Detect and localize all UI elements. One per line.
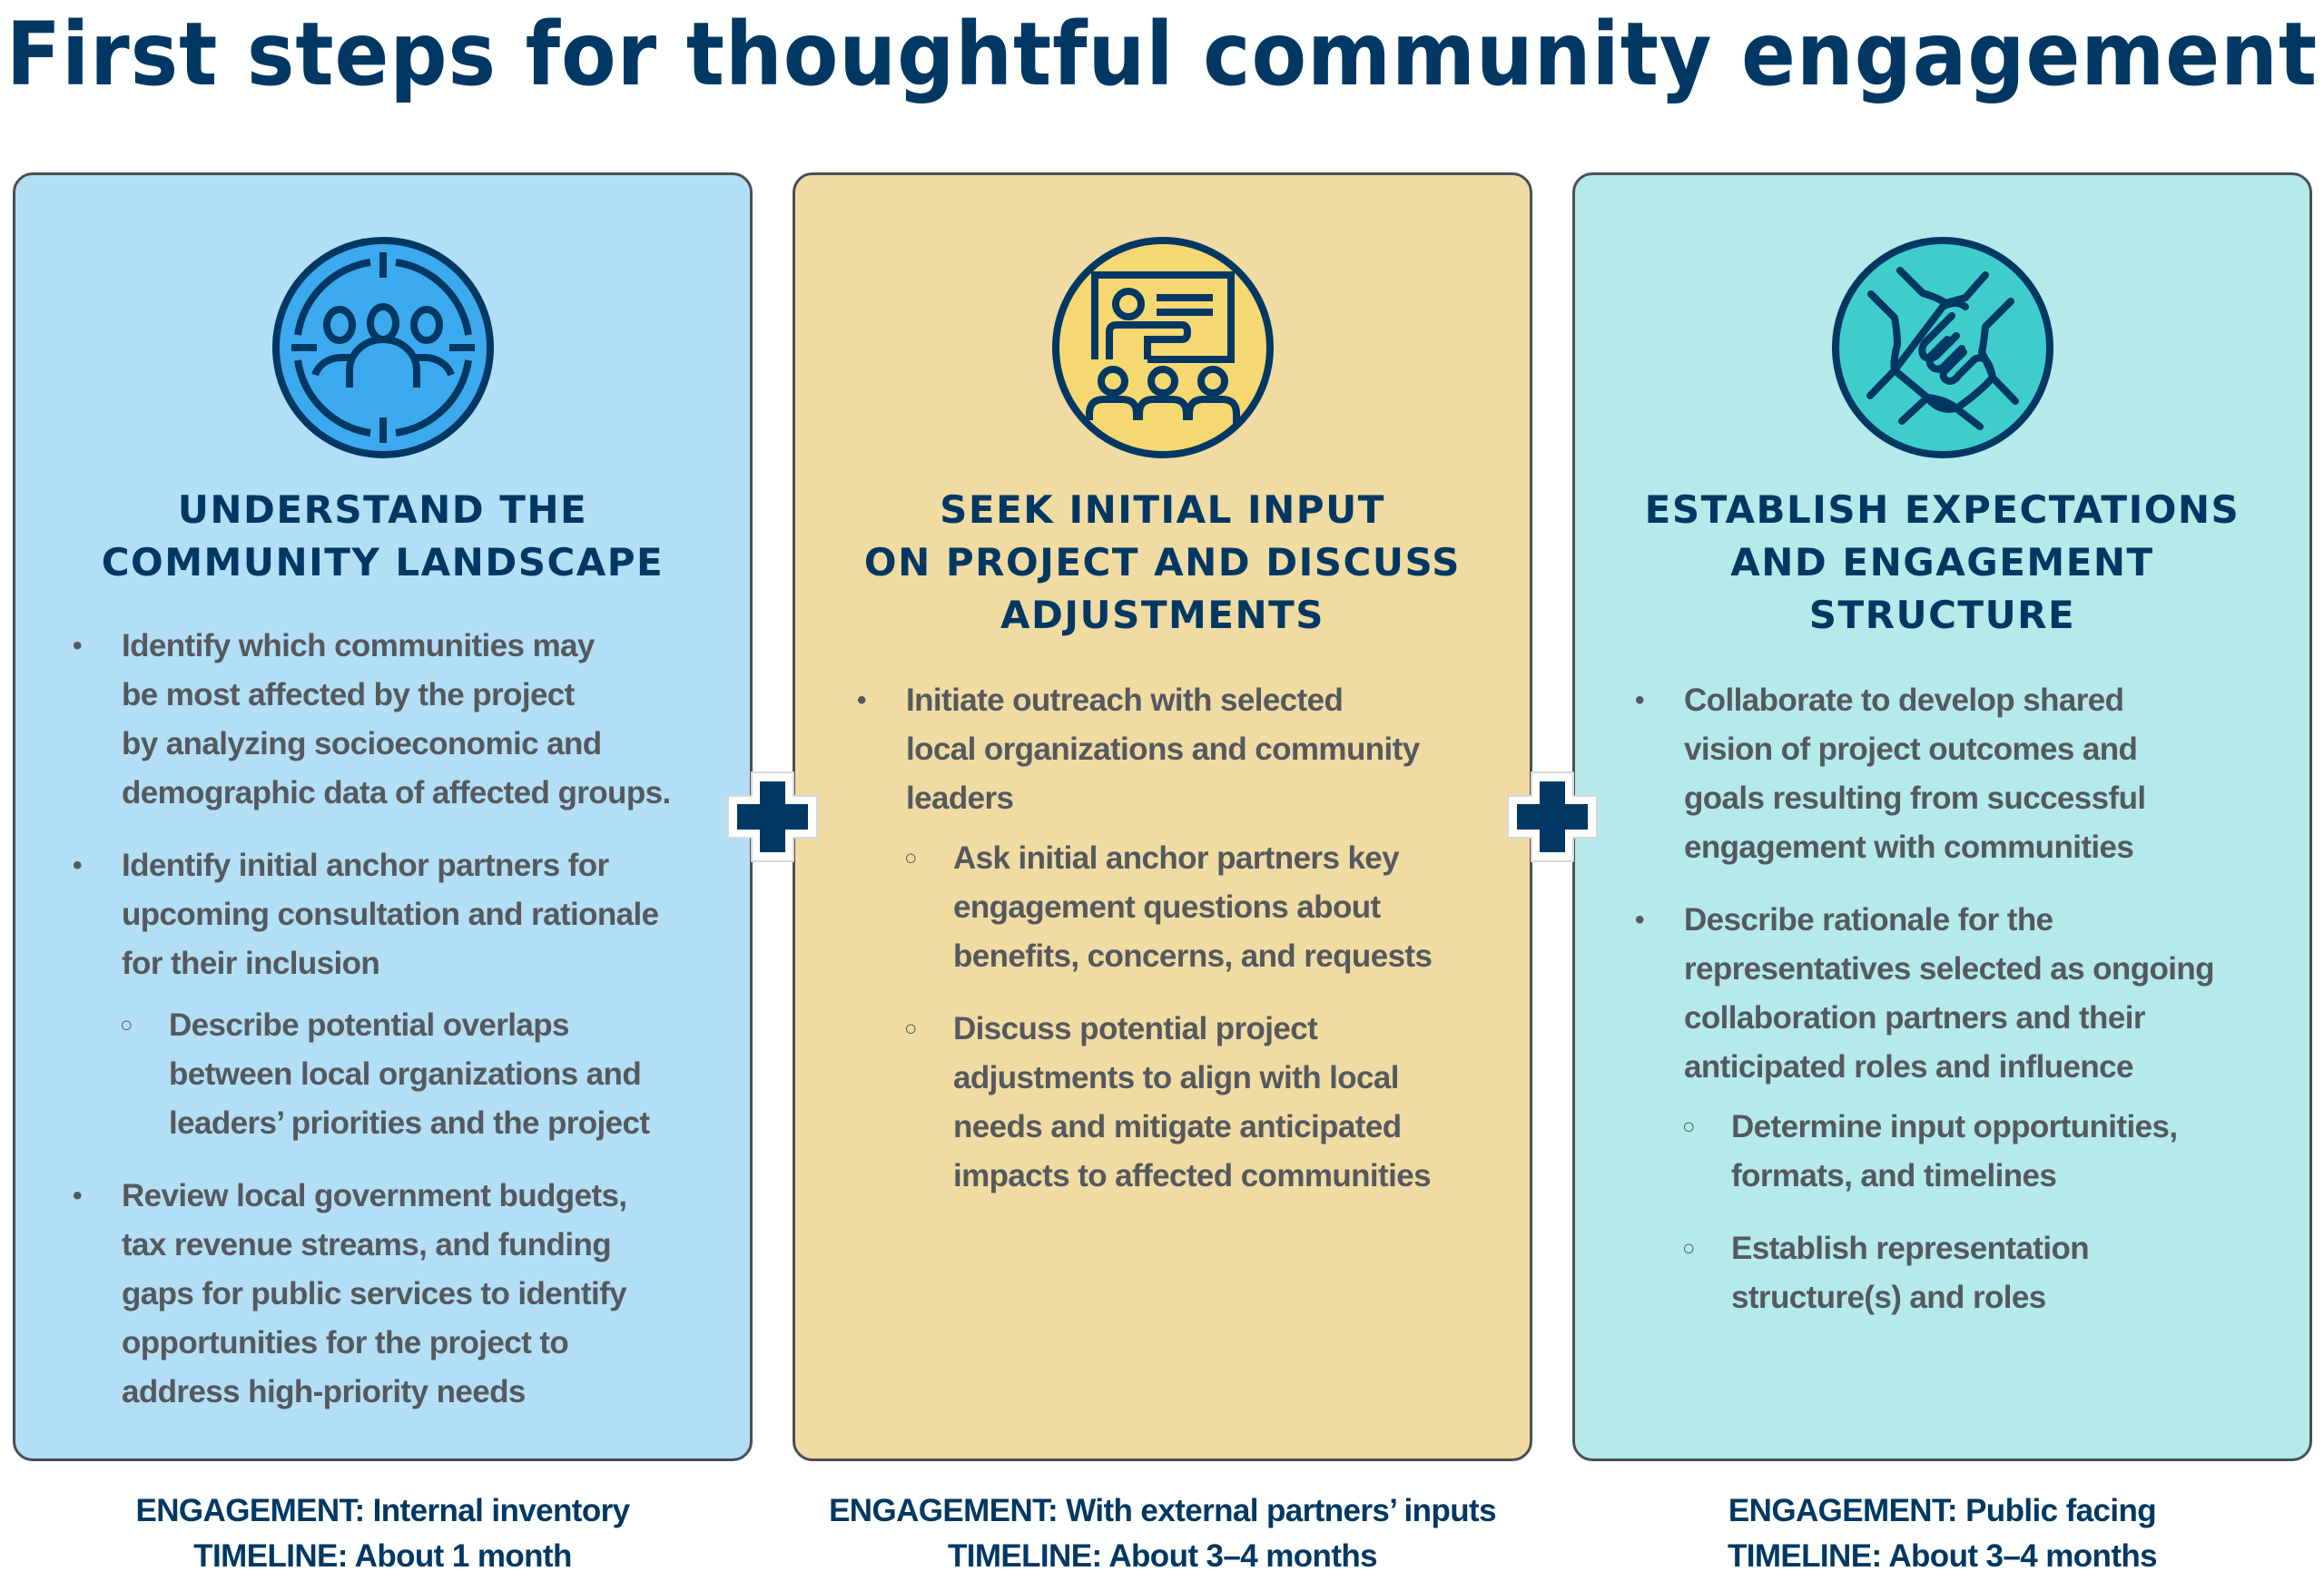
list-item-sub: ○ Ask initial anchor partners key engage… [850, 834, 1493, 981]
text-line: structure(s) and roles [1731, 1280, 2046, 1315]
text-line: for their inclusion [122, 946, 380, 981]
heading-line: SEEK INITIAL INPUT [940, 487, 1385, 532]
text-line: opportunities for the project to [122, 1325, 569, 1360]
engagement-label: ENGAGEMENT: Internal inventory [135, 1493, 630, 1528]
bullet-dot-icon: • [73, 631, 83, 661]
list-item: • Initiate outreach with selected local … [850, 676, 1493, 823]
bullet-dot-icon: • [73, 850, 83, 880]
list-item: • Review local government budgets, tax r… [65, 1172, 714, 1417]
list-item: • Collaborate to develop shared vision o… [1628, 676, 2273, 872]
text-line: Identify which communities may [122, 628, 595, 663]
timeline-label: TIMELINE: About 3–4 months [947, 1538, 1378, 1574]
bullet-list: • Collaborate to develop shared vision o… [1628, 676, 2273, 1346]
text-line: leaders’ priorities and the project [169, 1105, 650, 1141]
timeline-label: TIMELINE: About 1 month [193, 1538, 572, 1574]
panel-heading: SEEK INITIAL INPUT ON PROJECT AND DISCUS… [795, 484, 1530, 642]
text-line: Collaborate to develop shared [1684, 683, 2124, 718]
text-line: Initiate outreach with selected [906, 683, 1344, 718]
text-line: tax revenue streams, and funding [122, 1227, 612, 1262]
bullet-circle-icon: ○ [904, 846, 918, 870]
text-line: representatives selected as ongoing [1684, 951, 2215, 987]
text-line: Describe potential overlaps [169, 1007, 570, 1043]
text-line: leaders [906, 781, 1014, 816]
text-line: address high-priority needs [122, 1374, 526, 1409]
panel-footer: ENGAGEMENT: Public facing TIMELINE: Abou… [1572, 1488, 2312, 1579]
panel-heading: ESTABLISH EXPECTATIONS AND ENGAGEMENT ST… [1575, 484, 2309, 642]
engagement-label: ENGAGEMENT: Public facing [1728, 1493, 2157, 1528]
timeline-label: TIMELINE: About 3–4 months [1727, 1538, 2158, 1574]
plus-icon [1501, 765, 1604, 869]
plus-icon [721, 765, 824, 869]
bullet-dot-icon: • [1635, 685, 1645, 715]
panel-footer: ENGAGEMENT: Internal inventory TIMELINE:… [13, 1488, 753, 1579]
text-line: collaboration partners and their [1684, 1000, 2145, 1036]
text-line: Ask initial anchor partners key [953, 840, 1400, 876]
panel-heading: UNDERSTAND THE COMMUNITY LANDSCAPE [15, 484, 750, 589]
text-line: vision of project outcomes and [1684, 732, 2138, 767]
heading-line: COMMUNITY LANDSCAPE [101, 540, 665, 584]
bullet-circle-icon: ○ [1682, 1115, 1696, 1139]
heading-line: STRUCTURE [1808, 593, 2076, 637]
text-line: Determine input opportunities, [1731, 1109, 2178, 1144]
heading-line: ESTABLISH EXPECTATIONS [1644, 487, 2240, 532]
text-line: Review local government budgets, [122, 1178, 627, 1213]
heading-line: UNDERSTAND THE [177, 487, 588, 532]
text-line: goals resulting from successful [1684, 781, 2146, 816]
joined-hands-icon [1829, 234, 2056, 461]
community-target-icon [270, 234, 497, 461]
panel-establish-expectations: ESTABLISH EXPECTATIONS AND ENGAGEMENT ST… [1572, 172, 2312, 1461]
text-line: engagement questions about [953, 889, 1381, 925]
text-line: gaps for public services to identify [122, 1276, 627, 1311]
text-line: impacts to affected communities [953, 1158, 1432, 1193]
text-line: needs and mitigate anticipated [953, 1109, 1402, 1144]
bullet-circle-icon: ○ [904, 1016, 918, 1041]
list-item-sub: ○ Establish representation structure(s) … [1628, 1224, 2273, 1322]
panel-seek-input: SEEK INITIAL INPUT ON PROJECT AND DISCUS… [793, 172, 1532, 1461]
bullet-dot-icon: • [857, 685, 867, 715]
heading-line: ADJUSTMENTS [1000, 593, 1325, 637]
bullet-circle-icon: ○ [120, 1013, 133, 1037]
list-item: • Identify initial anchor partners for u… [65, 841, 714, 988]
text-line: anticipated roles and influence [1684, 1049, 2133, 1085]
text-line: Establish representation [1731, 1231, 2090, 1266]
heading-line: ON PROJECT AND DISCUSS [863, 540, 1462, 584]
bullet-circle-icon: ○ [1682, 1236, 1696, 1261]
text-line: by analyzing socioeconomic and [122, 726, 602, 761]
text-line: upcoming consultation and rationale [122, 897, 659, 932]
text-line: be most affected by the project [122, 677, 575, 712]
list-item: • Describe rationale for the representat… [1628, 896, 2273, 1092]
list-item-sub: ○ Describe potential overlaps between lo… [65, 1001, 714, 1148]
text-line: benefits, concerns, and requests [953, 938, 1433, 974]
text-line: Identify initial anchor partners for [122, 848, 609, 883]
panel-footer: ENGAGEMENT: With external partners’ inpu… [793, 1488, 1532, 1579]
list-item: • Identify which communities may be most… [65, 622, 714, 818]
bullet-dot-icon: • [73, 1181, 83, 1211]
presentation-audience-icon [1049, 234, 1276, 461]
bullet-list: • Identify which communities may be most… [65, 622, 714, 1440]
list-item-sub: ○ Determine input opportunities, formats… [1628, 1103, 2273, 1201]
bullet-list: • Initiate outreach with selected local … [850, 676, 1493, 1224]
heading-line: AND ENGAGEMENT [1730, 540, 2154, 584]
text-line: demographic data of affected groups. [122, 775, 671, 810]
engagement-label: ENGAGEMENT: With external partners’ inpu… [829, 1493, 1496, 1528]
text-line: between local organizations and [169, 1056, 642, 1092]
panel-understand-community: UNDERSTAND THE COMMUNITY LANDSCAPE • Ide… [13, 172, 753, 1461]
list-item-sub: ○ Discuss potential project adjustments … [850, 1005, 1493, 1201]
page-title: First steps for thoughtful community eng… [6, 0, 2317, 109]
text-line: Describe rationale for the [1684, 902, 2053, 938]
text-line: formats, and timelines [1731, 1158, 2057, 1193]
text-line: Discuss potential project [953, 1011, 1318, 1046]
text-line: local organizations and community [906, 732, 1420, 767]
text-line: engagement with communities [1684, 830, 2134, 865]
bullet-dot-icon: • [1635, 905, 1645, 935]
page-title-text: First steps for thoughtful community eng… [5, 4, 2319, 105]
text-line: adjustments to align with local [953, 1060, 1400, 1095]
